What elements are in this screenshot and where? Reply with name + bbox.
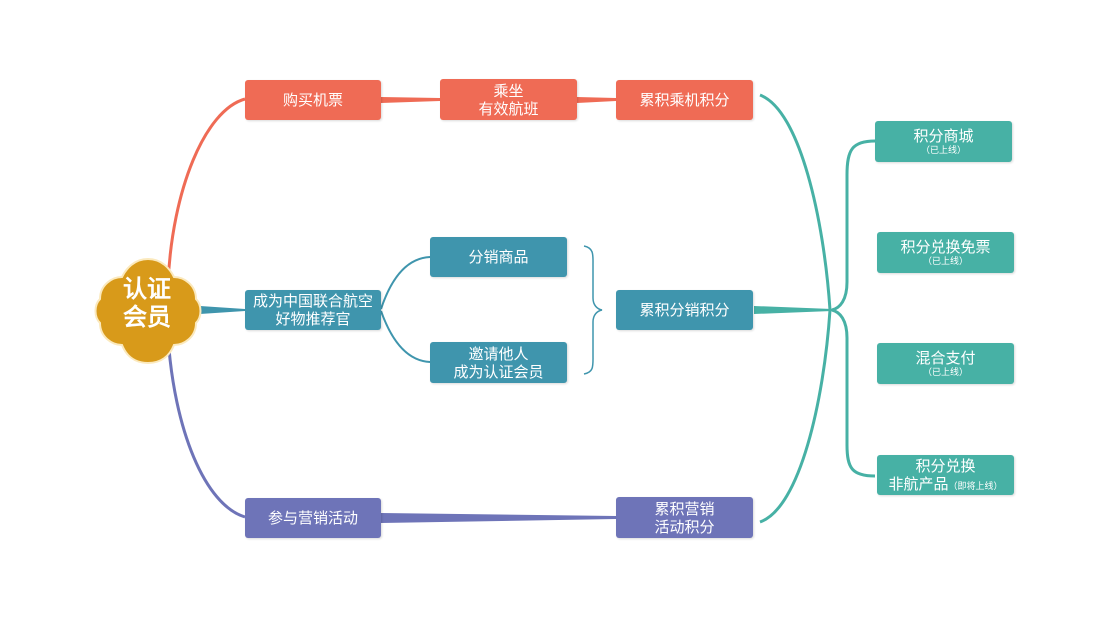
buy-ticket-label: 购买机票 — [282, 91, 343, 109]
flight-points-node: 累积乘机积分 — [616, 80, 753, 120]
free-ticket-status: （已上线） — [922, 256, 968, 267]
join-to-accumulate-connector — [381, 513, 616, 523]
mixed-payment-status: （已上线） — [922, 367, 968, 378]
distribution-points-node: 累积分销积分 — [616, 290, 753, 330]
free-ticket-label: 积分兑换免票 — [900, 237, 991, 256]
marketing-activity-node: 参与营销活动 — [245, 498, 381, 538]
blue-bracket — [583, 245, 603, 375]
non-aviation-label-line1: 积分兑换 — [915, 457, 976, 475]
buy-to-ride-connector — [381, 97, 440, 103]
non-aviation-node: 积分兑换 非航产品（即将上线） — [877, 455, 1014, 495]
root-label-line2: 会员 — [123, 302, 171, 331]
marketing-points-node: 累积营销 活动积分 — [616, 497, 753, 538]
recommender-label-line1: 成为中国联合航空 — [252, 292, 373, 310]
distribution-points-label: 累积分销积分 — [639, 301, 730, 319]
marketing-activity-label: 参与营销活动 — [267, 509, 358, 527]
red-accumulate-to-uses-connector — [759, 93, 832, 311]
invite-members-label-line2: 成为认证会员 — [453, 362, 544, 381]
uses-bracket — [831, 139, 876, 478]
points-mall-status: （已上线） — [920, 145, 966, 156]
root-label-line1: 认证 — [123, 275, 171, 303]
blue-accumulate-to-uses-connector — [754, 306, 832, 314]
buy-ticket-node: 购买机票 — [245, 80, 381, 120]
become-to-sell-connector — [380, 256, 431, 310]
non-aviation-label-line2-text: 非航产品 — [888, 475, 949, 493]
points-mall-node: 积分商城 （已上线） — [875, 121, 1012, 162]
mixed-payment-label: 混合支付 — [915, 348, 976, 367]
ride-flight-node: 乘坐 有效航班 — [440, 79, 577, 120]
ride-flight-label-line2: 有效航班 — [478, 99, 539, 118]
points-mall-label: 积分商城 — [913, 126, 974, 145]
flight-points-label: 累积乘机积分 — [639, 91, 730, 109]
non-aviation-status: （即将上线） — [948, 482, 1003, 492]
become-to-invite-connector — [380, 310, 431, 363]
purple-accumulate-to-uses-connector — [759, 309, 832, 524]
sell-goods-label: 分销商品 — [468, 248, 529, 266]
root-to-join-connector — [166, 335, 246, 519]
ride-flight-label-line1: 乘坐 — [493, 81, 524, 100]
root-badge — [94, 257, 202, 365]
non-aviation-label-line2: 非航产品（即将上线） — [888, 475, 1002, 493]
marketing-points-label-line1: 累积营销 — [654, 499, 715, 518]
root-node: 认证 会员 — [96, 275, 198, 331]
invite-members-node: 邀请他人 成为认证会员 — [430, 342, 567, 383]
free-ticket-node: 积分兑换免票 （已上线） — [877, 232, 1014, 273]
marketing-points-label-line2: 活动积分 — [654, 517, 715, 536]
mixed-payment-node: 混合支付 （已上线） — [877, 343, 1014, 384]
invite-members-label-line1: 邀请他人 — [468, 344, 529, 363]
recommender-label-line2: 好物推荐官 — [275, 310, 351, 328]
root-to-buy-connector — [166, 97, 246, 285]
root-to-become-connector — [200, 306, 245, 314]
recommender-node: 成为中国联合航空 好物推荐官 — [245, 290, 381, 330]
ride-to-accumulate-connector — [577, 97, 616, 103]
sell-goods-node: 分销商品 — [430, 237, 567, 277]
